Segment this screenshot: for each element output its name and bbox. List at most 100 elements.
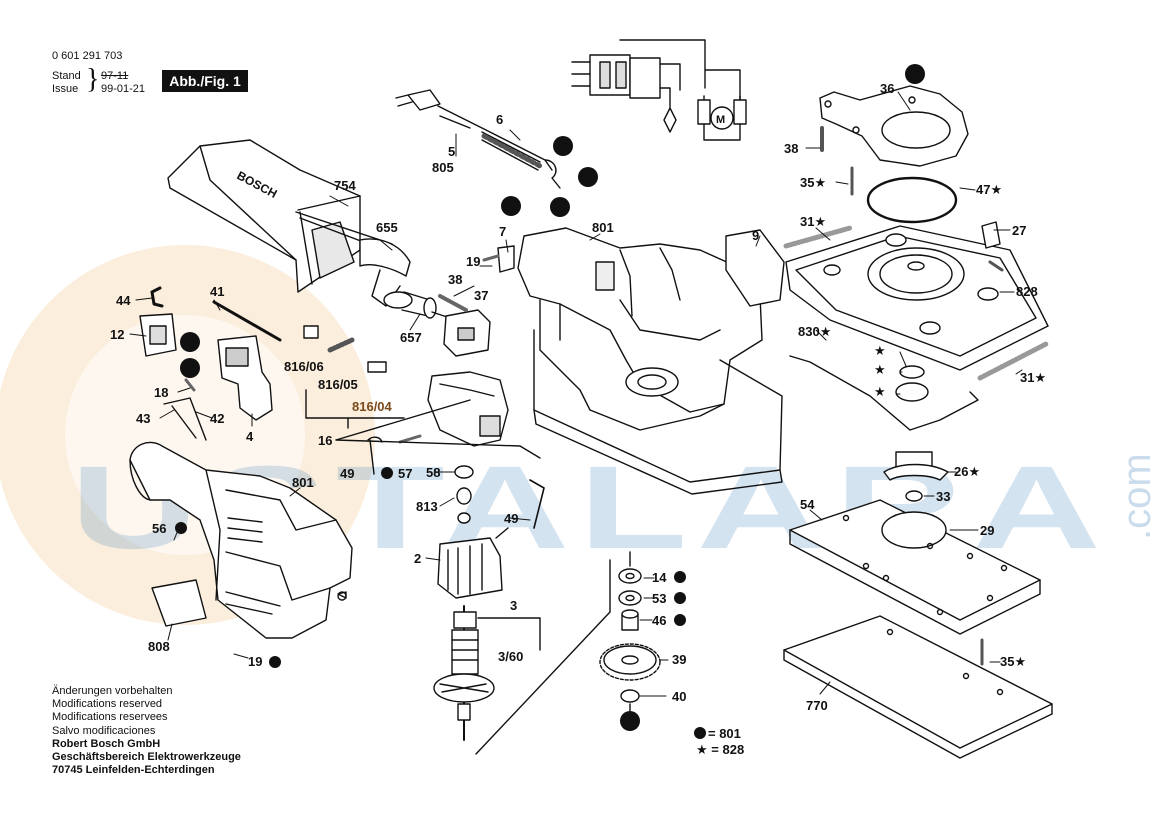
part-label-2: 2 — [414, 551, 421, 566]
wiring-schematic: M — [571, 39, 747, 141]
part-label-41: 41 — [210, 284, 224, 299]
part-label-6: 6 — [496, 112, 503, 127]
doc-number: 0 601 291 703 — [52, 50, 123, 62]
footer-line-2: Modifications reserved — [52, 698, 163, 711]
part-label-46: 46 — [652, 613, 666, 628]
part-label-19-top: 19 — [466, 254, 480, 269]
footer-line-1: Änderungen vorbehalten — [52, 685, 173, 697]
svg-text:B: B — [559, 140, 568, 154]
part-label-33: 33 — [936, 489, 950, 504]
part-label-star-2: ★ — [874, 362, 886, 377]
leader-lines — [129, 91, 1023, 697]
part-label-35-top: 35★ — [800, 175, 826, 190]
part-label-56: 56 — [152, 521, 166, 536]
part-label-57: 57 — [398, 466, 412, 481]
part-label-816-05: 816/05 — [318, 377, 358, 392]
part-label-star-3: ★ — [874, 384, 886, 399]
legend-circle-star-value: = 801 — [708, 726, 741, 741]
part-label-54: 29 — [980, 523, 994, 538]
part-label-37: 37 — [474, 288, 488, 303]
stand-value: 97-11 — [101, 70, 129, 82]
marker-c-cord: C — [578, 167, 598, 187]
footer-line-4: Salvo modificaciones — [52, 724, 156, 737]
part-label-44: 44 — [116, 293, 131, 308]
part-label-4: 4 — [246, 429, 254, 444]
sanding-pad — [789, 499, 1041, 635]
eccentric-parts — [789, 355, 979, 502]
svg-text:D: D — [556, 201, 565, 215]
part-label-38-mid: 38 — [448, 272, 462, 287]
footer-division: Geschäftsbereich Elektrowerkzeuge — [52, 751, 241, 764]
part-label-53: 53 — [652, 591, 666, 606]
part-label-38-top: 38 — [784, 141, 798, 156]
part-label-816-06: 816/06 — [284, 359, 324, 374]
part-labels: 36 38 35★ 47★ 27 31★ 9 828 801 7 19 38 3… — [110, 81, 1046, 713]
part-label-29: 54 — [800, 497, 815, 512]
part-label-3: 3 — [510, 598, 517, 613]
part-label-42: 42 — [210, 411, 224, 426]
svg-text:D: D — [186, 362, 195, 376]
part-label-828: 828 — [1016, 284, 1038, 299]
part-label-16: 16 — [318, 433, 332, 448]
upper-housing — [517, 227, 783, 495]
part-label-801-bottom: 801 — [292, 475, 314, 490]
issue-label: Issue — [52, 83, 79, 95]
dust-adapter — [359, 238, 451, 319]
part-label-7: 7 — [499, 224, 506, 239]
part-label-655: 655 — [376, 220, 398, 235]
legend-circle-star: = 801 — [708, 726, 741, 741]
part-label-35-bottom: 35★ — [1000, 654, 1026, 669]
part-label-49-right: 49 — [504, 511, 518, 526]
part-label-14: 14 — [652, 570, 667, 585]
part-label-801-top: 801 — [592, 220, 614, 235]
base-housing — [725, 221, 1049, 381]
marker-a-gears: A — [620, 711, 640, 731]
part-label-813: 813 — [416, 499, 438, 514]
svg-text:C: C — [584, 171, 593, 185]
marker-b-cord: B — [553, 136, 573, 156]
part-label-770: 770 — [806, 698, 828, 713]
bearing-plate — [819, 85, 969, 224]
bearing-housing — [335, 371, 545, 529]
issue-value: 99-01-21 — [101, 83, 146, 95]
rear-housing — [129, 441, 353, 639]
stand-label: Stand — [52, 70, 81, 82]
part-label-12: 12 — [110, 327, 124, 342]
part-label-816-04: 816/04 — [352, 399, 393, 414]
svg-text:B: B — [507, 200, 516, 214]
gear-stack — [599, 551, 661, 713]
part-label-39: 39 — [672, 652, 686, 667]
marker-b-bracket: B — [501, 196, 521, 216]
part-label-19-bottom: 19 — [248, 654, 262, 669]
part-label-58: 58 — [426, 465, 440, 480]
footer-line-3: Modifications reservees — [52, 711, 168, 724]
brush-parts — [303, 325, 405, 429]
part-label-31-top: 31★ — [800, 214, 826, 229]
part-label-26: 26★ — [954, 464, 980, 479]
svg-text:C: C — [186, 336, 195, 350]
part-label-star-1: ★ — [874, 343, 886, 358]
part-label-5: 5 — [448, 144, 455, 159]
part-label-40: 40 — [672, 689, 686, 704]
figure-label: Abb./Fig. 1 — [162, 70, 248, 92]
switch-module — [139, 286, 282, 441]
svg-text:A: A — [911, 68, 920, 82]
svg-text:A: A — [626, 715, 635, 729]
part-label-47: 47★ — [976, 182, 1002, 197]
markers: A B C D B C D — [180, 64, 925, 731]
marker-a-top: A — [905, 64, 925, 84]
footer-company: Robert Bosch GmbH — [52, 737, 161, 750]
brace: } — [86, 64, 100, 95]
part-label-27: 27 — [1012, 223, 1026, 238]
part-label-49-left: 49 — [340, 466, 354, 481]
field-coil — [437, 527, 509, 599]
armature — [433, 559, 611, 755]
motor-symbol: M — [716, 114, 725, 126]
part-label-805: 805 — [432, 160, 454, 175]
label-plate — [151, 579, 207, 627]
legend-star: ★ = 828 — [696, 742, 745, 757]
marker-d-switch: D — [180, 358, 200, 378]
part-label-36: 36 — [880, 81, 894, 96]
